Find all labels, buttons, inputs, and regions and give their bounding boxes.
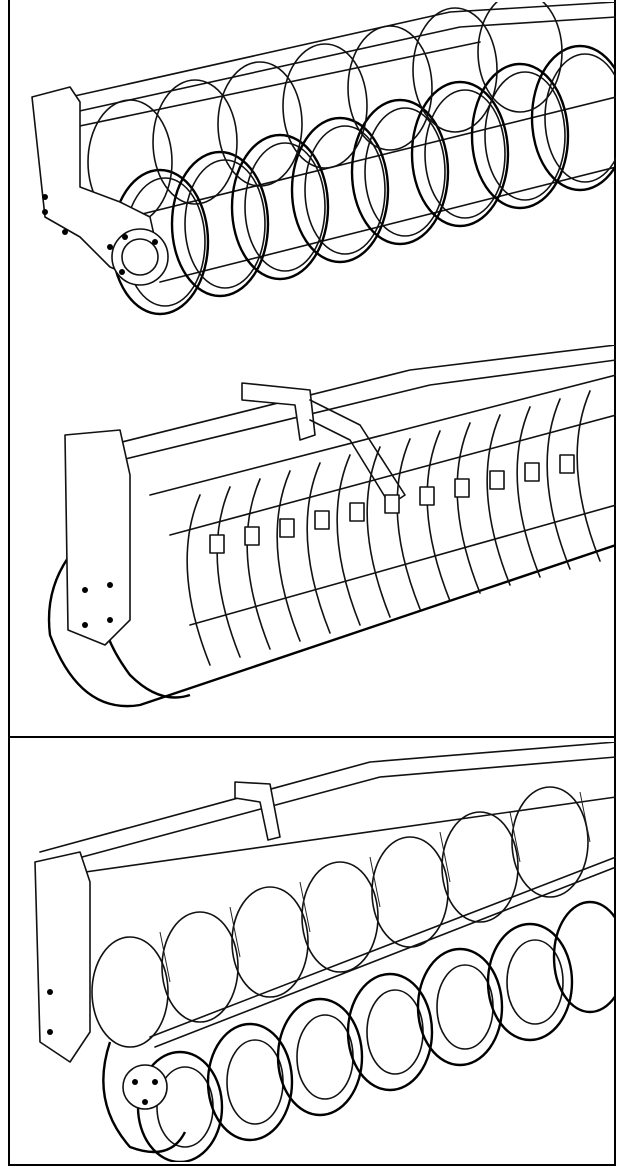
ring-roller-panel xyxy=(10,345,616,730)
frame-right-border-bottom xyxy=(614,738,616,1166)
frame-left-border-bottom xyxy=(8,738,10,1166)
spiral-roller-drawing xyxy=(31,2,616,316)
spiral-coils xyxy=(87,2,616,316)
spiral-roller-panel xyxy=(10,2,616,342)
frame-bottom-border xyxy=(8,1164,616,1166)
disc-roller-panel xyxy=(10,742,616,1162)
toothed-discs xyxy=(91,786,616,1162)
ring-roller-drawing xyxy=(47,345,616,708)
disc-roller-drawing xyxy=(34,742,616,1162)
frame-right-border-top xyxy=(614,0,616,738)
disc-roller-tines xyxy=(159,791,591,983)
ring-roller-side-plate xyxy=(64,429,131,646)
disc-roller-top-arm xyxy=(234,781,281,841)
ring-roller-top-arm xyxy=(241,382,316,441)
frame-left-border-top xyxy=(8,0,10,738)
toothed-rings xyxy=(47,374,616,708)
spiral-plate-bolts xyxy=(42,194,158,275)
disc-roller-side-plate xyxy=(34,851,91,1063)
ring-roller-scrapers xyxy=(209,454,575,554)
frame-divider xyxy=(8,736,616,738)
